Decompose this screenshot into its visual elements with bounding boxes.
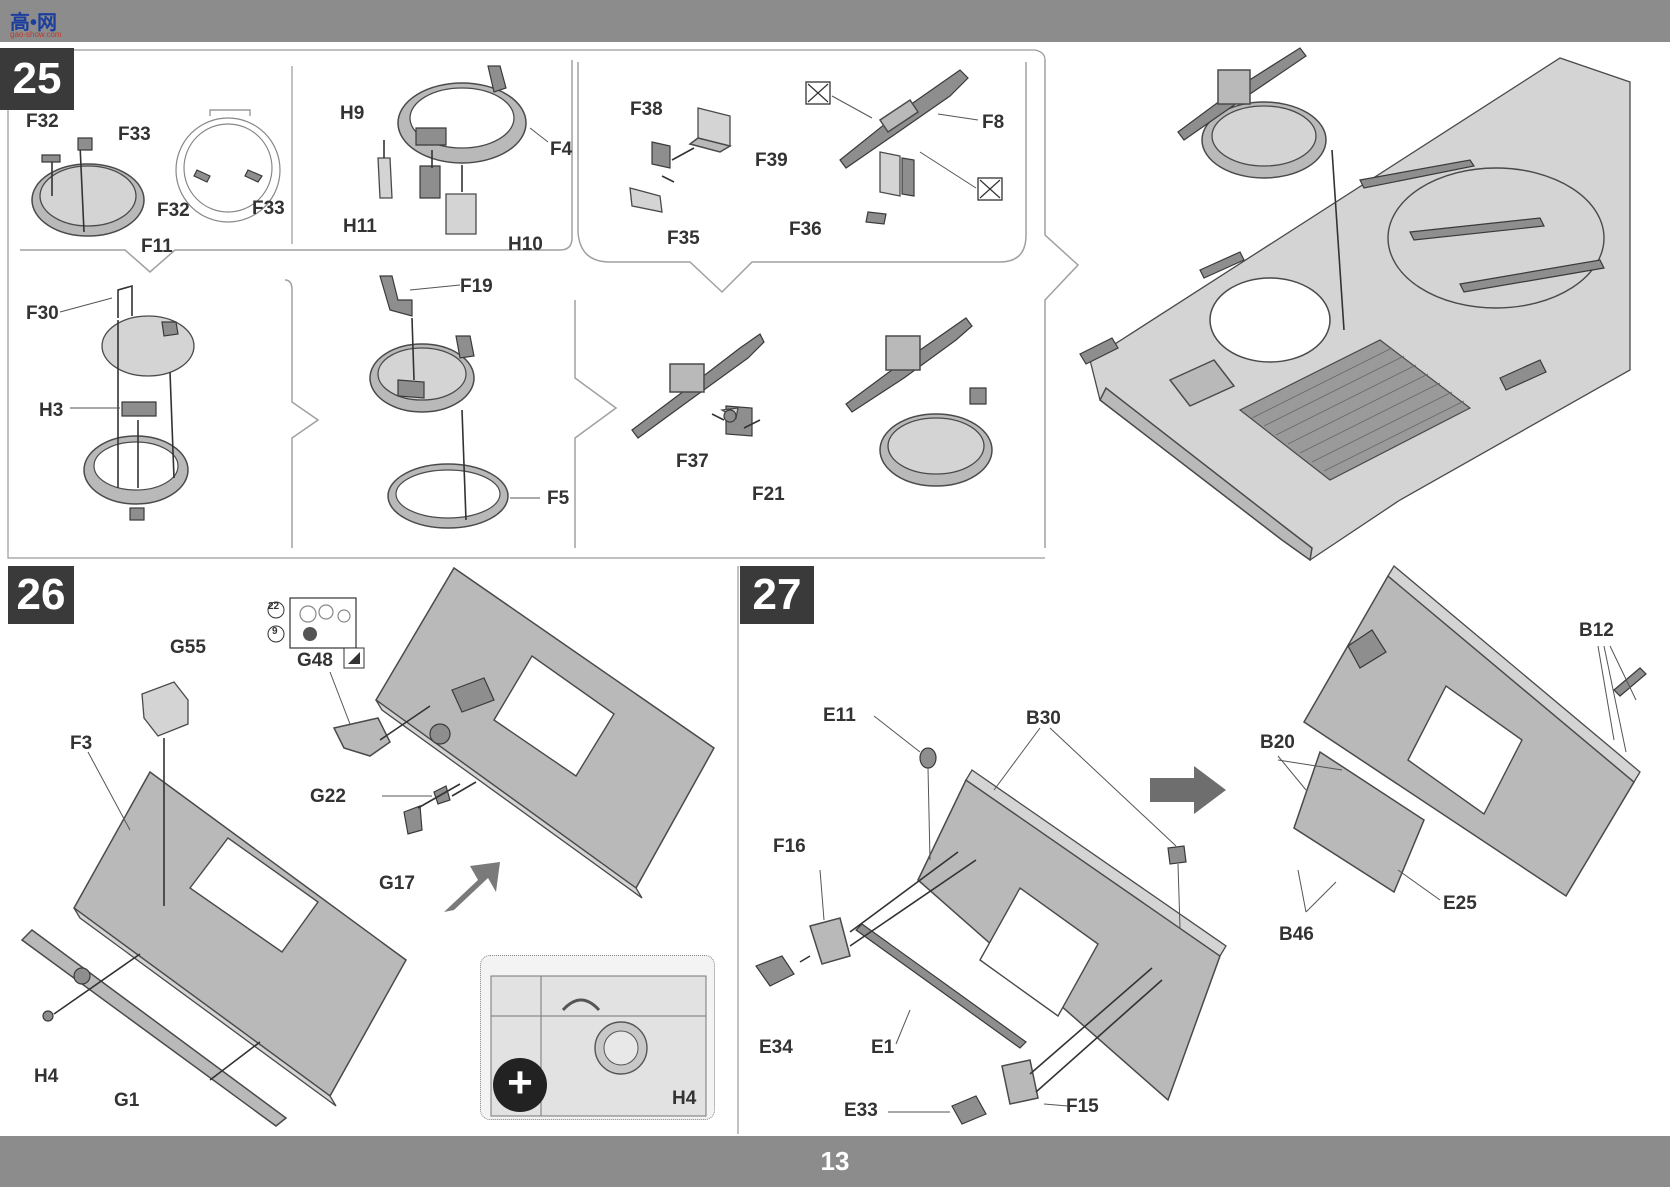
label-h3: H3	[39, 400, 64, 421]
label-g55: G55	[170, 637, 206, 658]
label-b30: B30	[1026, 708, 1061, 729]
label-f3: F3	[70, 733, 93, 754]
label-f4: F4	[550, 139, 573, 160]
label-b12: B12	[1579, 620, 1614, 641]
label-paint-22: 22	[268, 601, 280, 612]
label-e34: E34	[759, 1037, 793, 1058]
label-f8: F8	[982, 112, 1005, 133]
label-f38: F38	[630, 99, 663, 120]
footer-bar	[0, 1136, 1670, 1187]
step-25-badge: 25	[0, 48, 74, 110]
label-g48: G48	[297, 650, 333, 671]
label-h4-b: H4	[672, 1088, 697, 1109]
label-h11: H11	[343, 216, 377, 237]
step-27-badge: 27	[740, 566, 814, 624]
label-f16: F16	[773, 836, 806, 857]
label-f33-b: F33	[252, 198, 285, 219]
label-f35: F35	[667, 228, 700, 249]
label-g17: G17	[379, 873, 415, 894]
label-f15: F15	[1066, 1096, 1099, 1117]
label-f32-b: F32	[157, 200, 190, 221]
label-g22: G22	[310, 786, 346, 807]
label-b46: B46	[1279, 924, 1314, 945]
site-logo: 高•网 gao-show.com	[4, 4, 68, 39]
label-e11: E11	[823, 705, 856, 726]
plus-icon: +	[493, 1058, 547, 1112]
label-f39: F39	[755, 150, 788, 171]
detail-zoom-drawing	[490, 975, 707, 1117]
header-bar	[0, 0, 1670, 42]
label-f11: F11	[141, 236, 173, 257]
label-f33-a: F33	[118, 124, 151, 145]
label-h9: H9	[340, 103, 365, 124]
label-f21: F21	[752, 484, 785, 505]
label-f19: F19	[460, 276, 493, 297]
logo-subtext: gao-show.com	[10, 30, 62, 39]
label-f5: F5	[547, 488, 570, 509]
label-f32-a: F32	[26, 111, 59, 132]
label-h4-a: H4	[34, 1066, 59, 1087]
label-e25: E25	[1443, 893, 1477, 914]
label-f30: F30	[26, 303, 59, 324]
label-f36: F36	[789, 219, 822, 240]
label-e33: E33	[844, 1100, 878, 1121]
page-number: 13	[820, 1146, 850, 1176]
label-f37: F37	[676, 451, 709, 472]
step-26-badge: 26	[8, 566, 74, 624]
logo-text: 高•网	[10, 12, 58, 34]
label-e1: E1	[871, 1037, 895, 1058]
label-h10: H10	[508, 234, 543, 255]
detail-zoom-box	[480, 955, 715, 1120]
label-g1: G1	[114, 1090, 140, 1111]
label-b20: B20	[1260, 732, 1295, 753]
label-paint-9: 9	[272, 626, 278, 637]
